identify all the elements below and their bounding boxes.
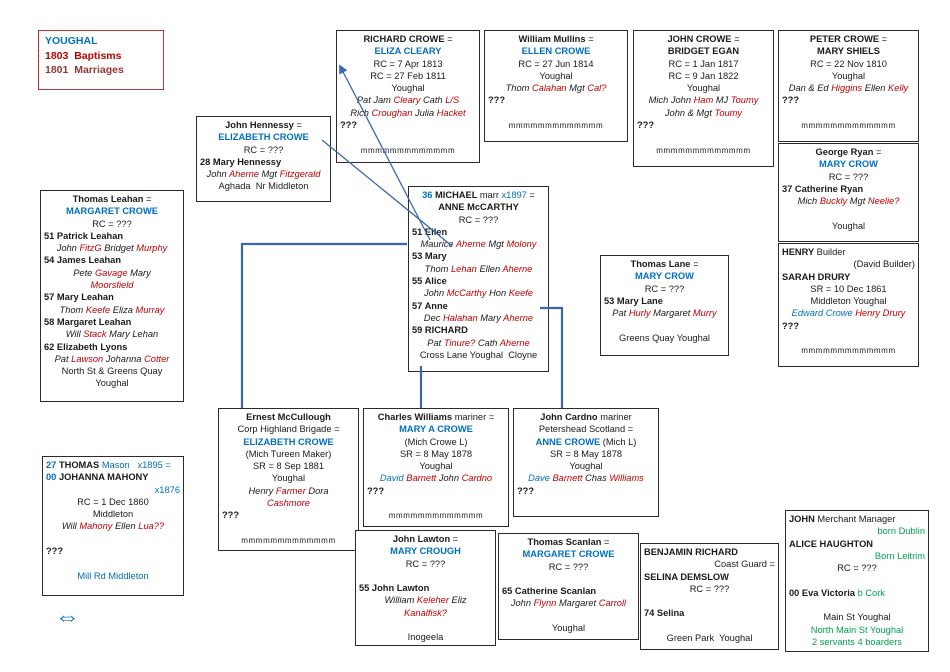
- family-box-text: Charles Williams mariner =MARY A CROWE(M…: [367, 412, 495, 521]
- family-box-williams-crowe[interactable]: Charles Williams mariner =MARY A CROWE(M…: [363, 408, 509, 527]
- family-box-text: 27 THOMAS Mason x1895 =00 JOHANNA MAHONY…: [46, 460, 180, 581]
- swap-arrows-icon[interactable]: ⇔: [55, 603, 80, 631]
- family-box-thomas-mahony[interactable]: 27 THOMAS Mason x1895 =00 JOHANNA MAHONY…: [42, 456, 184, 596]
- connector-mccullough-to-michael: [240, 242, 407, 408]
